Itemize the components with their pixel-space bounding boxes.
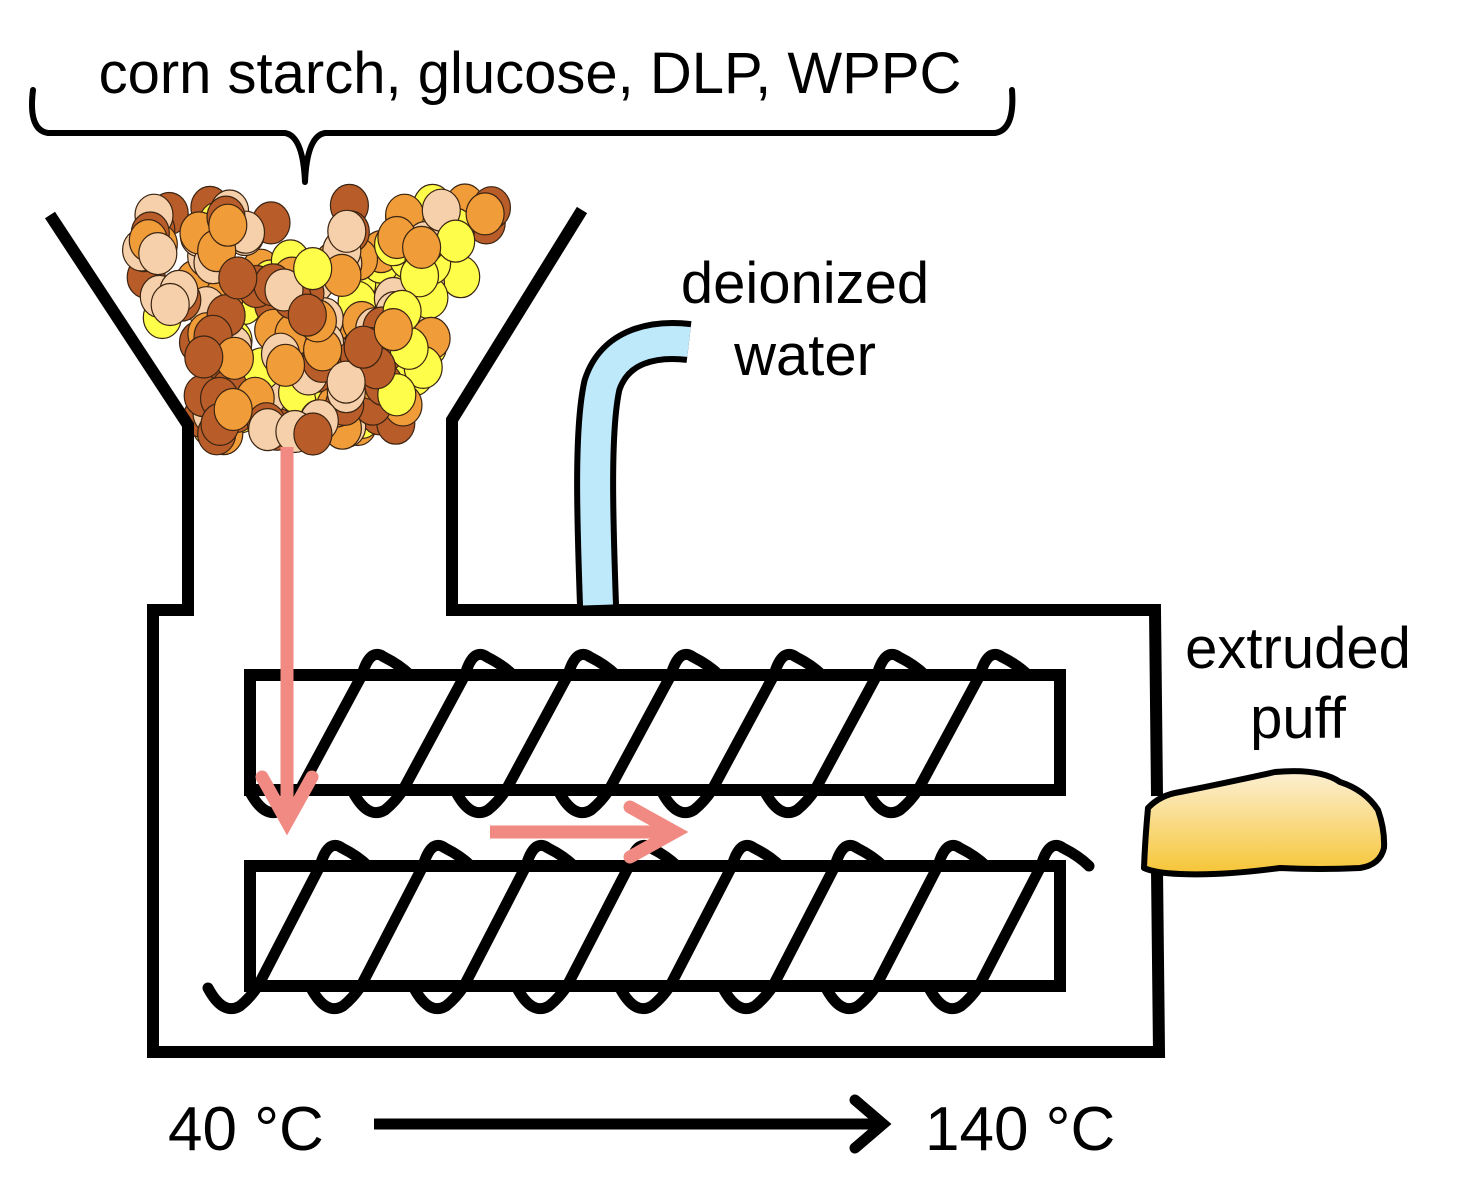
screw-flight (450, 648, 622, 819)
ingredient-particle (465, 192, 505, 236)
water-label-line1: deionized (681, 251, 929, 316)
ingredient-particle (293, 412, 333, 456)
screw-flight (305, 839, 477, 1015)
ingredient-particle (373, 308, 413, 352)
ingredient-particle (150, 282, 190, 327)
screw-flight (408, 839, 580, 1015)
water-pipe (574, 320, 692, 606)
ingredients-label: corn starch, glucose, DLP, WPPC (99, 41, 962, 106)
ingredient-particle (138, 232, 178, 276)
screw-flight (656, 648, 828, 819)
ingredient-particle (265, 343, 306, 387)
screw-flight (923, 839, 1095, 1015)
ingredient-particle (208, 203, 248, 247)
temperature-end: 140 °C (925, 1095, 1115, 1164)
screw-flight (820, 839, 992, 1015)
water-label-line2: water (733, 323, 876, 388)
temperature-arrow (374, 1094, 892, 1154)
ingredient-particles (122, 183, 511, 456)
ingredient-particle (218, 256, 258, 300)
water-stream (580, 326, 691, 606)
ingredient-particle (436, 219, 476, 263)
twin-screws (202, 648, 1095, 1015)
flow-arrow-down (255, 447, 319, 836)
screw-shaft (244, 669, 1066, 796)
screw-flight (202, 839, 374, 1015)
screw-flight (553, 648, 725, 819)
screw-flight (347, 648, 519, 819)
product-label-line2: puff (1250, 686, 1347, 751)
flow-arrow-right (490, 800, 689, 864)
product-label-line1: extruded (1185, 616, 1411, 681)
screw-flight (511, 839, 683, 1015)
ingredient-particle (402, 225, 442, 269)
screw-flight (244, 648, 416, 819)
temperature-start: 40 °C (168, 1095, 324, 1164)
screw-flight (717, 839, 889, 1015)
ingredient-particle (287, 293, 327, 337)
ingredients-brace (29, 87, 1016, 185)
extruded-puff (1141, 768, 1388, 878)
screw-flight (862, 648, 1034, 819)
ingredient-particle (213, 387, 253, 432)
ingredient-particle (293, 247, 333, 291)
screw-flight (759, 648, 931, 819)
ingredient-particle (326, 360, 366, 404)
screw-shaft (244, 860, 1066, 992)
ingredient-particle (184, 335, 224, 379)
screw-flight (614, 839, 786, 1015)
ingredient-particle (327, 209, 367, 253)
hopper-and-barrel-outline (44, 206, 1166, 1058)
